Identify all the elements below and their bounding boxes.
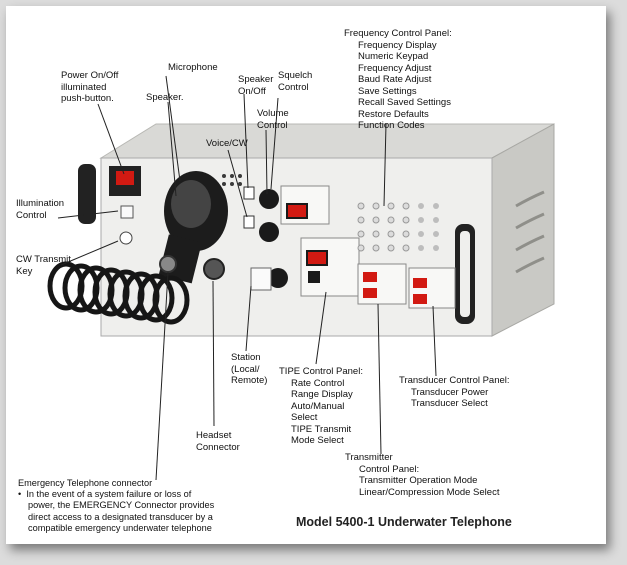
volume-knob bbox=[259, 189, 279, 209]
callout-headset: Headset Connector bbox=[196, 430, 240, 453]
callout-line: Power On/Off bbox=[61, 70, 119, 81]
transmitter-panel-heading: Transmitter bbox=[345, 452, 393, 463]
callout-line: Station bbox=[231, 352, 261, 363]
squelch-knob bbox=[259, 222, 279, 242]
callout-line: Key bbox=[16, 265, 33, 277]
emergency-heading: Emergency Telephone connector bbox=[18, 478, 153, 488]
tipe-panel-item: Select bbox=[291, 412, 318, 423]
callout-line: Control bbox=[257, 119, 288, 131]
transducer-led-2 bbox=[413, 294, 427, 304]
tipe-panel-item: Mode Select bbox=[291, 435, 344, 446]
frequency-panel-item: Save Settings bbox=[358, 85, 417, 97]
frequency-panel-item: Baud Rate Adjust bbox=[358, 74, 432, 85]
numeric-keypad bbox=[357, 202, 410, 252]
callout-line: Illumination bbox=[16, 198, 65, 209]
callout-line: On/Off bbox=[238, 85, 266, 97]
tipe-panel-callout: TIPE Control Panel: Rate Control Range D… bbox=[279, 366, 363, 447]
callout-line: CW Transmit bbox=[16, 254, 71, 265]
frequency-panel-heading: Frequency Control Panel: bbox=[344, 28, 452, 39]
device-illustration bbox=[47, 75, 555, 481]
emergency-text: In the event of a system failure or loss… bbox=[26, 489, 192, 500]
speaker-grille bbox=[222, 174, 242, 186]
transmitter-panel-item: Linear/Compression Mode Select bbox=[359, 486, 500, 498]
frequency-panel-item: Frequency Display bbox=[358, 39, 437, 51]
callout-line: (Local/ bbox=[231, 363, 260, 375]
callout-line: Squelch bbox=[278, 70, 313, 81]
chassis-side bbox=[491, 123, 555, 337]
callout-illumination: Illumination Control bbox=[16, 198, 64, 221]
callout-line: Microphone bbox=[168, 62, 218, 73]
frequency-panel-item: Recall Saved Settings bbox=[358, 97, 451, 108]
callout-line: Speaker bbox=[238, 74, 274, 85]
callout-microphone: Microphone bbox=[168, 62, 218, 74]
callout-line: push-button. bbox=[61, 93, 114, 104]
frequency-panel-item: Frequency Adjust bbox=[358, 62, 432, 74]
emergency-connector bbox=[159, 255, 177, 273]
emergency-bullet-line: • In the event of a system failure or lo… bbox=[18, 489, 192, 500]
callout-station: Station (Local/ Remote) bbox=[231, 352, 267, 387]
emergency-text: power, the EMERGENCY Connector provides bbox=[28, 500, 215, 511]
callout-line: Connector bbox=[196, 441, 240, 453]
station-knob bbox=[268, 268, 288, 288]
callout-line: Speaker. bbox=[146, 92, 184, 103]
callout-lines bbox=[57, 75, 437, 481]
chassis-top bbox=[99, 123, 555, 159]
callout-cw-key: CW Transmit Key bbox=[16, 254, 71, 277]
figure-page: Power On/Off illuminated push-button. Mi… bbox=[6, 6, 606, 544]
left-handle-upper bbox=[78, 164, 96, 224]
frequency-panel-item: Function Codes bbox=[358, 120, 425, 131]
transducer-panel-heading: Transducer Control Panel: bbox=[399, 375, 510, 386]
transmitter-panel-callout: Transmitter Control Panel: Transmitter O… bbox=[345, 452, 499, 498]
transducer-panel-item: Transducer Select bbox=[411, 398, 488, 409]
transmitter-led-2 bbox=[363, 288, 377, 298]
callout-line: Control bbox=[16, 209, 47, 221]
emergency-text: compatible emergency underwater telephon… bbox=[28, 522, 212, 533]
headset-connector bbox=[203, 258, 225, 280]
model-title: Model 5400-1 Underwater Telephone bbox=[296, 515, 512, 529]
callout-line: Remote) bbox=[231, 375, 268, 386]
power-button-led bbox=[116, 171, 134, 185]
callout-volume: Volume Control bbox=[257, 108, 289, 131]
callout-line: illuminated bbox=[61, 81, 107, 93]
callout-speaker: Speaker. bbox=[146, 92, 184, 104]
transducer-led-1 bbox=[413, 278, 427, 288]
frequency-panel-item: Numeric Keypad bbox=[358, 51, 429, 62]
callout-speaker-onoff: Speaker On/Off bbox=[238, 74, 273, 97]
tipe-panel-item: Auto/Manual bbox=[291, 400, 345, 412]
frequency-panel-callout: Frequency Control Panel: Frequency Displ… bbox=[344, 28, 452, 132]
coiled-cord bbox=[47, 261, 190, 325]
transmitter-led-1 bbox=[363, 272, 377, 282]
emergency-connector-callout: Emergency Telephone connector • In the e… bbox=[18, 478, 214, 534]
transmitter-panel-heading-2: Control Panel: bbox=[359, 463, 420, 475]
callout-line: Control bbox=[278, 81, 309, 93]
tipe-panel-item: Rate Control bbox=[291, 377, 345, 389]
emergency-text: direct access to a designated transducer… bbox=[28, 511, 213, 522]
frequency-panel-item: Restore Defaults bbox=[358, 108, 429, 120]
illumination-knob bbox=[120, 205, 134, 219]
callout-voice-cw: Voice/CW bbox=[206, 138, 248, 150]
callout-line: Volume bbox=[257, 108, 289, 119]
transducer-panel-item: Transducer Power bbox=[411, 386, 489, 398]
transmitter-panel-item: Transmitter Operation Mode bbox=[359, 475, 478, 486]
tipe-panel-item: TIPE Transmit bbox=[291, 423, 352, 435]
callout-power-button: Power On/Off illuminated push-button. bbox=[61, 70, 118, 105]
callout-line: Voice/CW bbox=[206, 138, 248, 149]
transducer-panel-callout: Transducer Control Panel: Transducer Pow… bbox=[399, 375, 510, 410]
tipe-panel-item: Range Display bbox=[291, 389, 353, 400]
tipe-panel-heading: TIPE Control Panel: bbox=[279, 366, 363, 377]
callout-squelch: Squelch Control bbox=[278, 70, 312, 93]
callout-line: Headset bbox=[196, 430, 232, 441]
